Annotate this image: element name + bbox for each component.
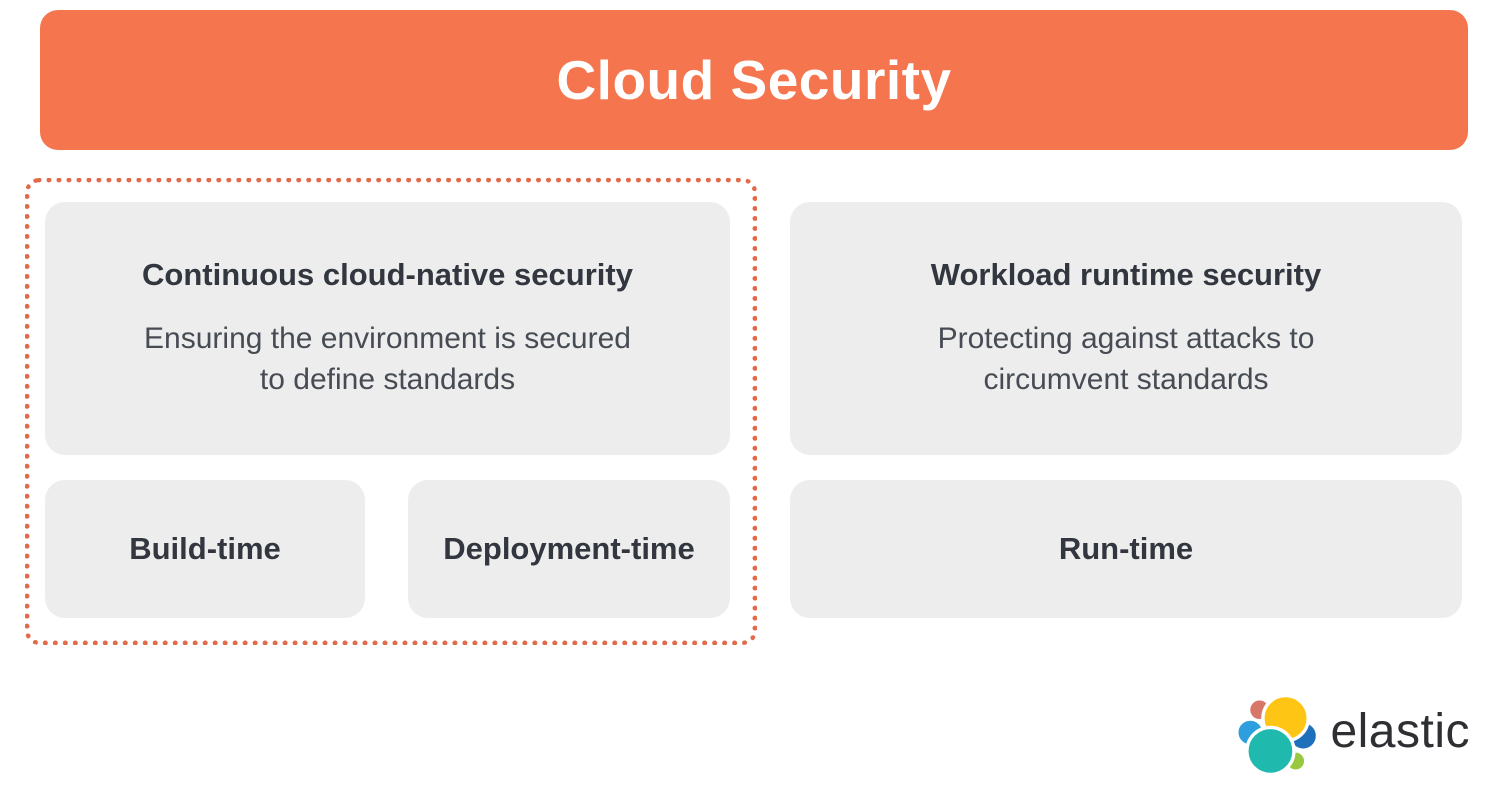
continuous-security-description: Ensuring the environment is secured to d…	[144, 322, 631, 396]
elastic-logo-icon	[1236, 693, 1320, 777]
continuous-security-title: Continuous cloud-native security	[142, 257, 633, 292]
deployment-time-label: Deployment-time	[443, 531, 695, 566]
card-build-time: Build-time	[45, 480, 365, 618]
workload-security-description: Protecting against attacks to circumvent…	[937, 322, 1315, 396]
elastic-wordmark: elastic	[1330, 705, 1470, 758]
page-title: Cloud Security	[556, 49, 952, 111]
build-time-label: Build-time	[129, 531, 281, 566]
dotted-group-outline	[25, 178, 757, 645]
elastic-logo: elastic	[1236, 692, 1470, 778]
card-workload-runtime-security: Workload runtime security Protecting aga…	[790, 202, 1462, 455]
workload-security-title: Workload runtime security	[930, 257, 1322, 292]
banner-cloud-security: Cloud Security	[40, 10, 1468, 150]
card-run-time: Run-time	[790, 480, 1462, 618]
card-deployment-time: Deployment-time	[408, 480, 730, 618]
run-time-label: Run-time	[1058, 531, 1194, 566]
card-continuous-cloud-native-security: Continuous cloud-native security Ensurin…	[45, 202, 730, 455]
